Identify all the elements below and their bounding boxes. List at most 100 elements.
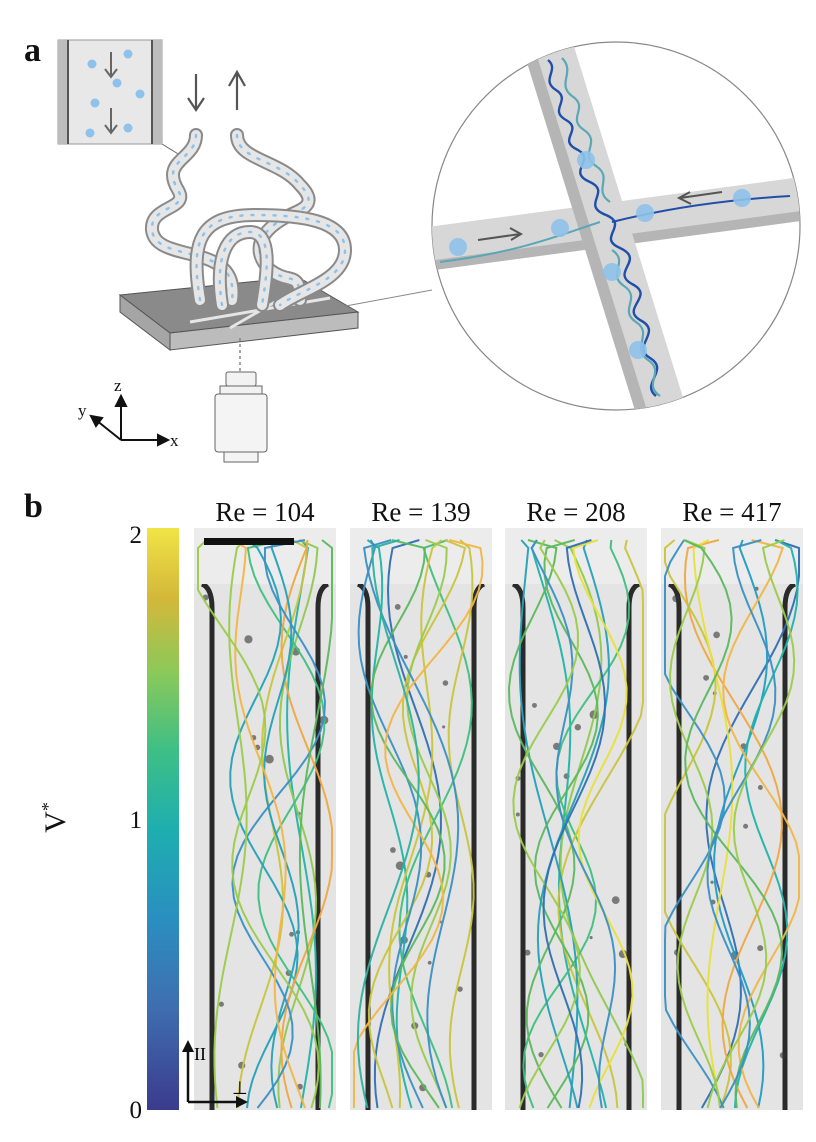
- debris-dot: [743, 823, 749, 829]
- debris-dot: [757, 785, 763, 790]
- particle-trajectory: [280, 539, 333, 1109]
- debris-dot: [442, 725, 446, 729]
- particle-trajectory: [522, 539, 631, 1109]
- tubing: [145, 128, 353, 312]
- debris-dot: [390, 847, 396, 853]
- junction-region: [661, 528, 803, 584]
- debris-dot: [757, 945, 764, 952]
- particle-trajectory: [370, 539, 446, 1109]
- particle-trajectory: [366, 539, 413, 1109]
- axis-label-x: x: [170, 431, 179, 450]
- debris-dot: [515, 812, 520, 817]
- debris-dot: [538, 1052, 544, 1058]
- particle-trajectory: [298, 539, 333, 1109]
- panel-label-a: a: [24, 32, 41, 69]
- colorbar-tick-2: 2: [129, 522, 143, 549]
- velocity-colorbar: [147, 528, 179, 1110]
- particle-trajectory: [367, 539, 467, 1109]
- debris-dot: [427, 960, 432, 965]
- particle-trajectory: [518, 539, 579, 1109]
- debris-dot: [589, 936, 593, 940]
- channel-wall: [356, 581, 371, 1110]
- microscope-objective: [214, 371, 268, 463]
- scale-bar: [204, 538, 294, 545]
- particle-trajectory: [447, 539, 475, 1109]
- debris-dot: [626, 945, 632, 951]
- particle-trajectory: [533, 539, 599, 1109]
- particle-trajectory: [232, 539, 307, 1109]
- flow-down-arrow-icon: [104, 52, 118, 79]
- particle-trajectory: [530, 539, 617, 1109]
- trajectory-panel-re-417: [661, 528, 803, 1110]
- particle-trajectory: [713, 539, 769, 1109]
- particle-trajectory: [362, 539, 460, 1109]
- panel-label-b: b: [24, 488, 43, 525]
- axis-label-z: z: [114, 376, 122, 395]
- debris-dot: [672, 595, 680, 603]
- parallel-symbol: II: [194, 1044, 206, 1064]
- perpendicular-arrow-icon: [236, 1096, 248, 1108]
- trajectory-plot: [350, 528, 492, 1110]
- trajectory-panel-re-208: [505, 528, 647, 1110]
- axis-label-y: y: [78, 401, 87, 420]
- particle-trajectory: [733, 539, 799, 1109]
- particle-trajectory: [683, 539, 783, 1109]
- channel-wall: [626, 581, 641, 1110]
- coordinate-axes: [89, 393, 171, 447]
- channel-wall: [511, 581, 526, 1110]
- direction-axes: II ⊥: [182, 1040, 248, 1108]
- flow-down-arrow-icon: [104, 108, 118, 135]
- debris-dot: [244, 635, 253, 644]
- trajectory-panel-re-104: [194, 528, 336, 1110]
- trajectory-plot: [194, 528, 336, 1110]
- particle-trajectory: [722, 539, 800, 1109]
- re-label-139: Re = 139: [371, 497, 471, 527]
- perpendicular-symbol: ⊥: [232, 1078, 248, 1098]
- colorbar-tick-1: 1: [129, 807, 143, 834]
- debris-dot: [713, 631, 720, 639]
- debris-dot: [457, 986, 463, 992]
- particle-trajectory: [353, 539, 484, 1108]
- particle-trajectory: [356, 539, 420, 1109]
- channel-wall: [200, 581, 215, 1110]
- channel-wall: [782, 581, 797, 1110]
- trajectory-plot: [661, 528, 803, 1110]
- parallel-arrow-icon: [182, 1040, 194, 1052]
- particle-trajectory: [507, 539, 576, 1109]
- outlet-arrow-icon: [228, 69, 246, 110]
- trajectory-plot: [505, 528, 647, 1110]
- particle-trajectory: [664, 539, 726, 1109]
- colorbar-tick-0: 0: [129, 1097, 143, 1124]
- flow-left-arrow-icon: [676, 191, 723, 205]
- debris-dot: [611, 896, 620, 904]
- particle-trajectory: [664, 539, 732, 1109]
- particle-trajectory: [572, 539, 634, 1109]
- particle-trajectory: [683, 539, 783, 1109]
- debris-dot: [710, 880, 714, 884]
- particle-trajectory: [536, 539, 610, 1109]
- flow-right-arrow-icon: [477, 227, 524, 241]
- schematic-illustration: z y x: [57, 39, 801, 463]
- particle-trajectory: [406, 539, 452, 1109]
- debris-dot: [574, 724, 582, 731]
- debris-dot: [394, 603, 401, 610]
- particle-trajectory: [263, 539, 300, 1109]
- debris-dot: [531, 702, 537, 708]
- debris-dot: [703, 674, 709, 681]
- inlet-arrow-icon: [187, 74, 205, 112]
- debris-dot: [403, 654, 408, 659]
- colorbar-label: V*: [37, 802, 72, 833]
- channel-wall: [667, 581, 682, 1110]
- particle-trajectory: [231, 539, 327, 1109]
- debris-dot: [265, 754, 274, 764]
- particle-trajectory: [706, 539, 796, 1109]
- channel-wall: [471, 581, 486, 1110]
- channel-wall: [315, 581, 330, 1110]
- debris-dot: [442, 680, 449, 686]
- debris-dot: [218, 1001, 224, 1007]
- debris-dot: [366, 664, 371, 669]
- debris-dot: [524, 949, 531, 956]
- debris-dot: [289, 931, 294, 937]
- particle-trajectory: [706, 539, 777, 1109]
- cross-junction-zoom: [431, 41, 801, 411]
